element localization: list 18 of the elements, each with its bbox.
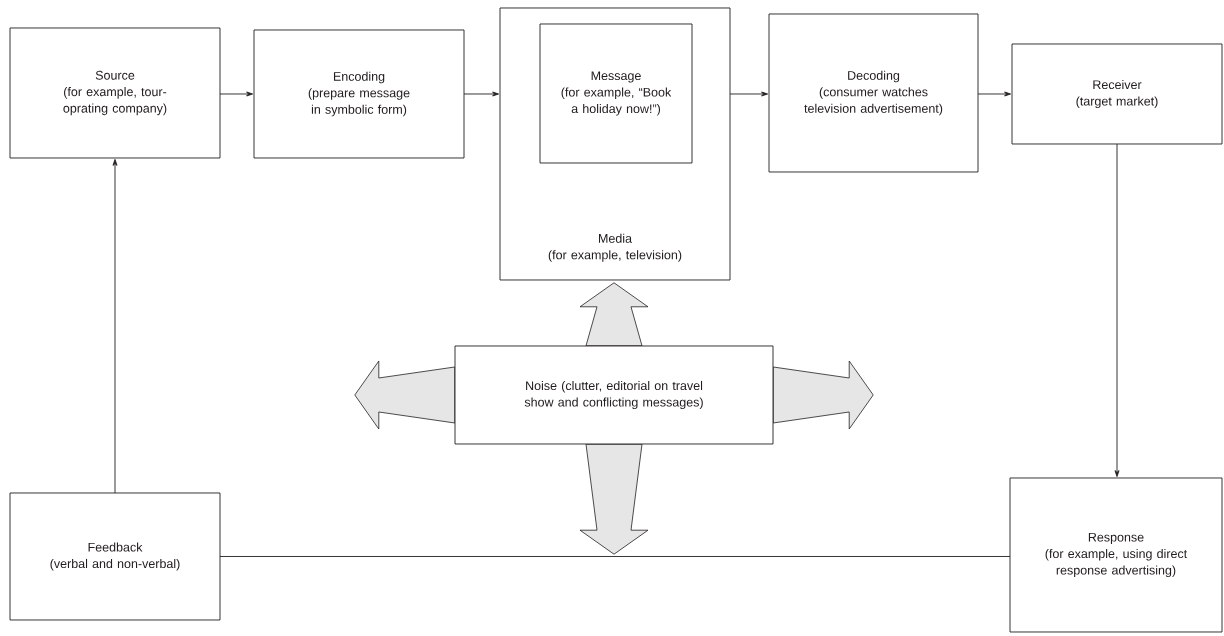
message-box: Message (for example, “Book a holiday now!”) [539,23,693,164]
block-arrow [354,360,456,430]
process-box: Source (for example, tour-oprating company) [9,27,221,159]
process-box: Response (for example, using direct response advertising) [1009,477,1223,633]
arrow [977,91,1012,97]
process-box: Feedback (verbal and non-verbal) [9,492,221,621]
process-box: Receiver (target market) [1011,43,1223,145]
block-arrow [772,360,874,430]
process-box: Encoding (prepare message in symbolic form) [253,29,465,159]
arrow [729,91,769,97]
arrow [463,91,500,97]
noise-box: Noise (clutter, editorial on travel show and conflicting messages) [454,345,774,445]
arrow [219,91,254,97]
block-arrow [579,282,649,347]
block-arrow [579,443,649,555]
arrow [1114,143,1120,477]
arrow [112,158,118,494]
process-box: Decoding (consumer watches television advertisement) [768,13,979,173]
